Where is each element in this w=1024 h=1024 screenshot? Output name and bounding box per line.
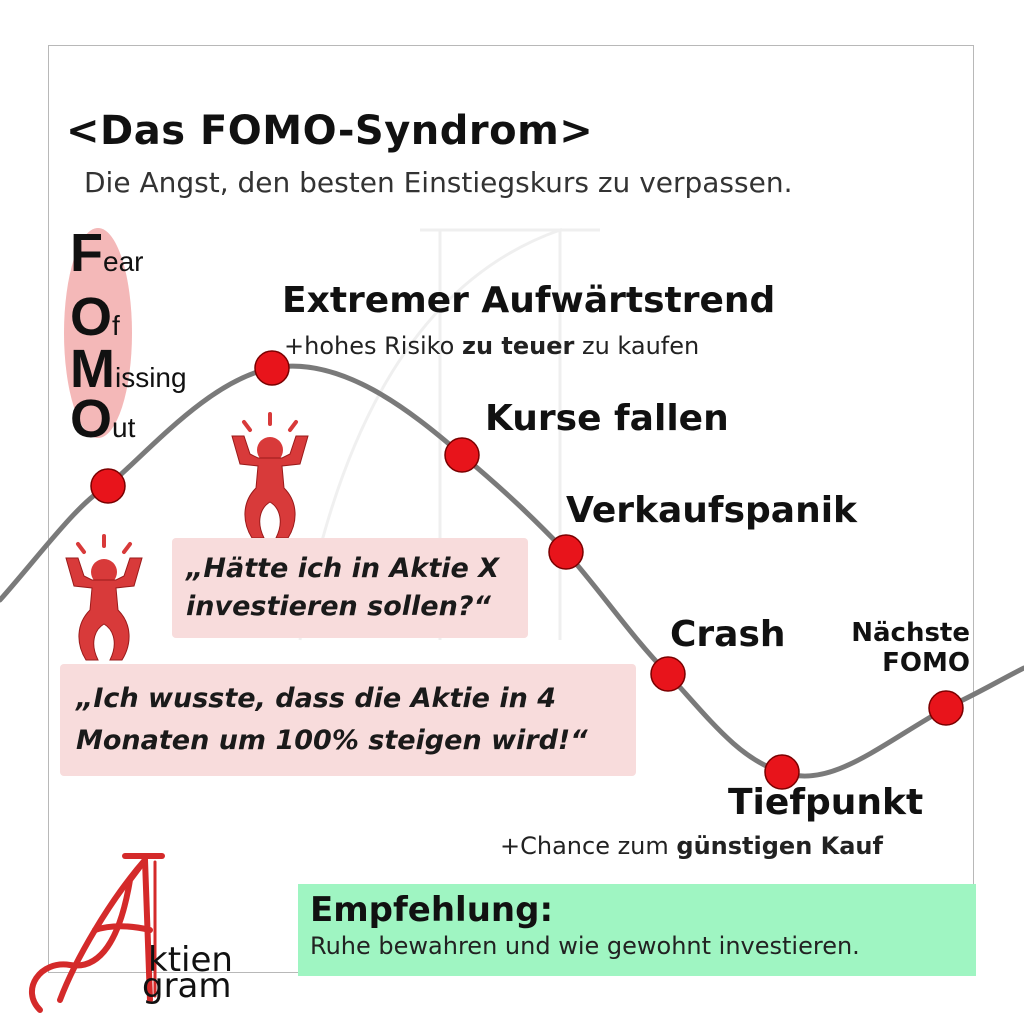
quote-bubble-2: „Ich wusste, dass die Aktie in 4 Monaten…: [60, 664, 636, 776]
logo-text-ktien: ktien: [148, 940, 233, 980]
recommendation-title: Empfehlung:: [310, 890, 554, 930]
acronym-letter: M: [70, 339, 115, 399]
stage-label-uptrend: Extremer Aufwärtstrend: [282, 280, 776, 321]
stage-label-panic: Verkaufspanik: [566, 490, 857, 531]
acronym-letter: O: [70, 287, 113, 347]
acronym-rest: ear: [103, 246, 144, 277]
stage-label-fall: Kurse fallen: [485, 398, 729, 439]
quote-bubble-1: „Hätte ich in Aktie X investieren sollen…: [172, 538, 528, 638]
logo-text-gram: gram: [142, 966, 232, 1006]
acronym-rest: issing: [114, 362, 187, 393]
aktiengram-logo-icon: [29, 853, 165, 1013]
panic-figure-icon: [65, 534, 143, 661]
note-text: zu kaufen: [574, 332, 700, 360]
recommendation-box: Empfehlung: Ruhe bewahren und wie gewohn…: [298, 884, 976, 976]
stage-dot-fall: [444, 437, 480, 473]
recommendation-text: Ruhe bewahren und wie gewohnt investiere…: [310, 932, 860, 960]
next-line1: Nächste: [851, 618, 970, 648]
stage-label-crash: Crash: [670, 614, 786, 655]
panic-figure-icon: [231, 412, 309, 539]
stage-note-uptrend: +hohes Risiko zu teuer zu kaufen: [284, 332, 699, 360]
next-line2: FOMO: [882, 648, 970, 678]
stage-dot-bottom: [764, 754, 800, 790]
stage-dot-start: [90, 468, 126, 504]
stage-dot-panic: [548, 534, 584, 570]
page-subtitle: Die Angst, den besten Einstiegskurs zu v…: [84, 166, 793, 199]
note-text: +Chance zum: [500, 832, 677, 860]
stage-label-next: Nächste FOMO: [850, 618, 970, 678]
stage-dot-next: [928, 690, 964, 726]
acronym-line-fear: Fear: [70, 226, 143, 280]
stage-dot-uptrend: [254, 350, 290, 386]
stage-label-bottom: Tiefpunkt: [728, 782, 924, 823]
stage-dot-crash: [650, 656, 686, 692]
note-emphasis: zu teuer: [461, 332, 575, 360]
acronym-line-out: Out: [70, 392, 135, 446]
acronym-line-of: Of: [70, 290, 120, 344]
acronym-rest: f: [112, 310, 120, 341]
acronym-letter: F: [70, 223, 103, 283]
fomo-highlight: [64, 228, 132, 438]
note-emphasis: günstigen Kauf: [676, 832, 883, 860]
note-text: +hohes Risiko: [284, 332, 462, 360]
acronym-line-missing: Missing: [70, 342, 187, 396]
acronym-letter: O: [70, 389, 113, 449]
acronym-rest: ut: [112, 412, 136, 443]
stage-note-bottom: +Chance zum günstigen Kauf: [500, 832, 883, 860]
page-title: <Das FOMO-Syndrom>: [66, 108, 594, 154]
market-cycle-curve: [0, 363, 1024, 779]
